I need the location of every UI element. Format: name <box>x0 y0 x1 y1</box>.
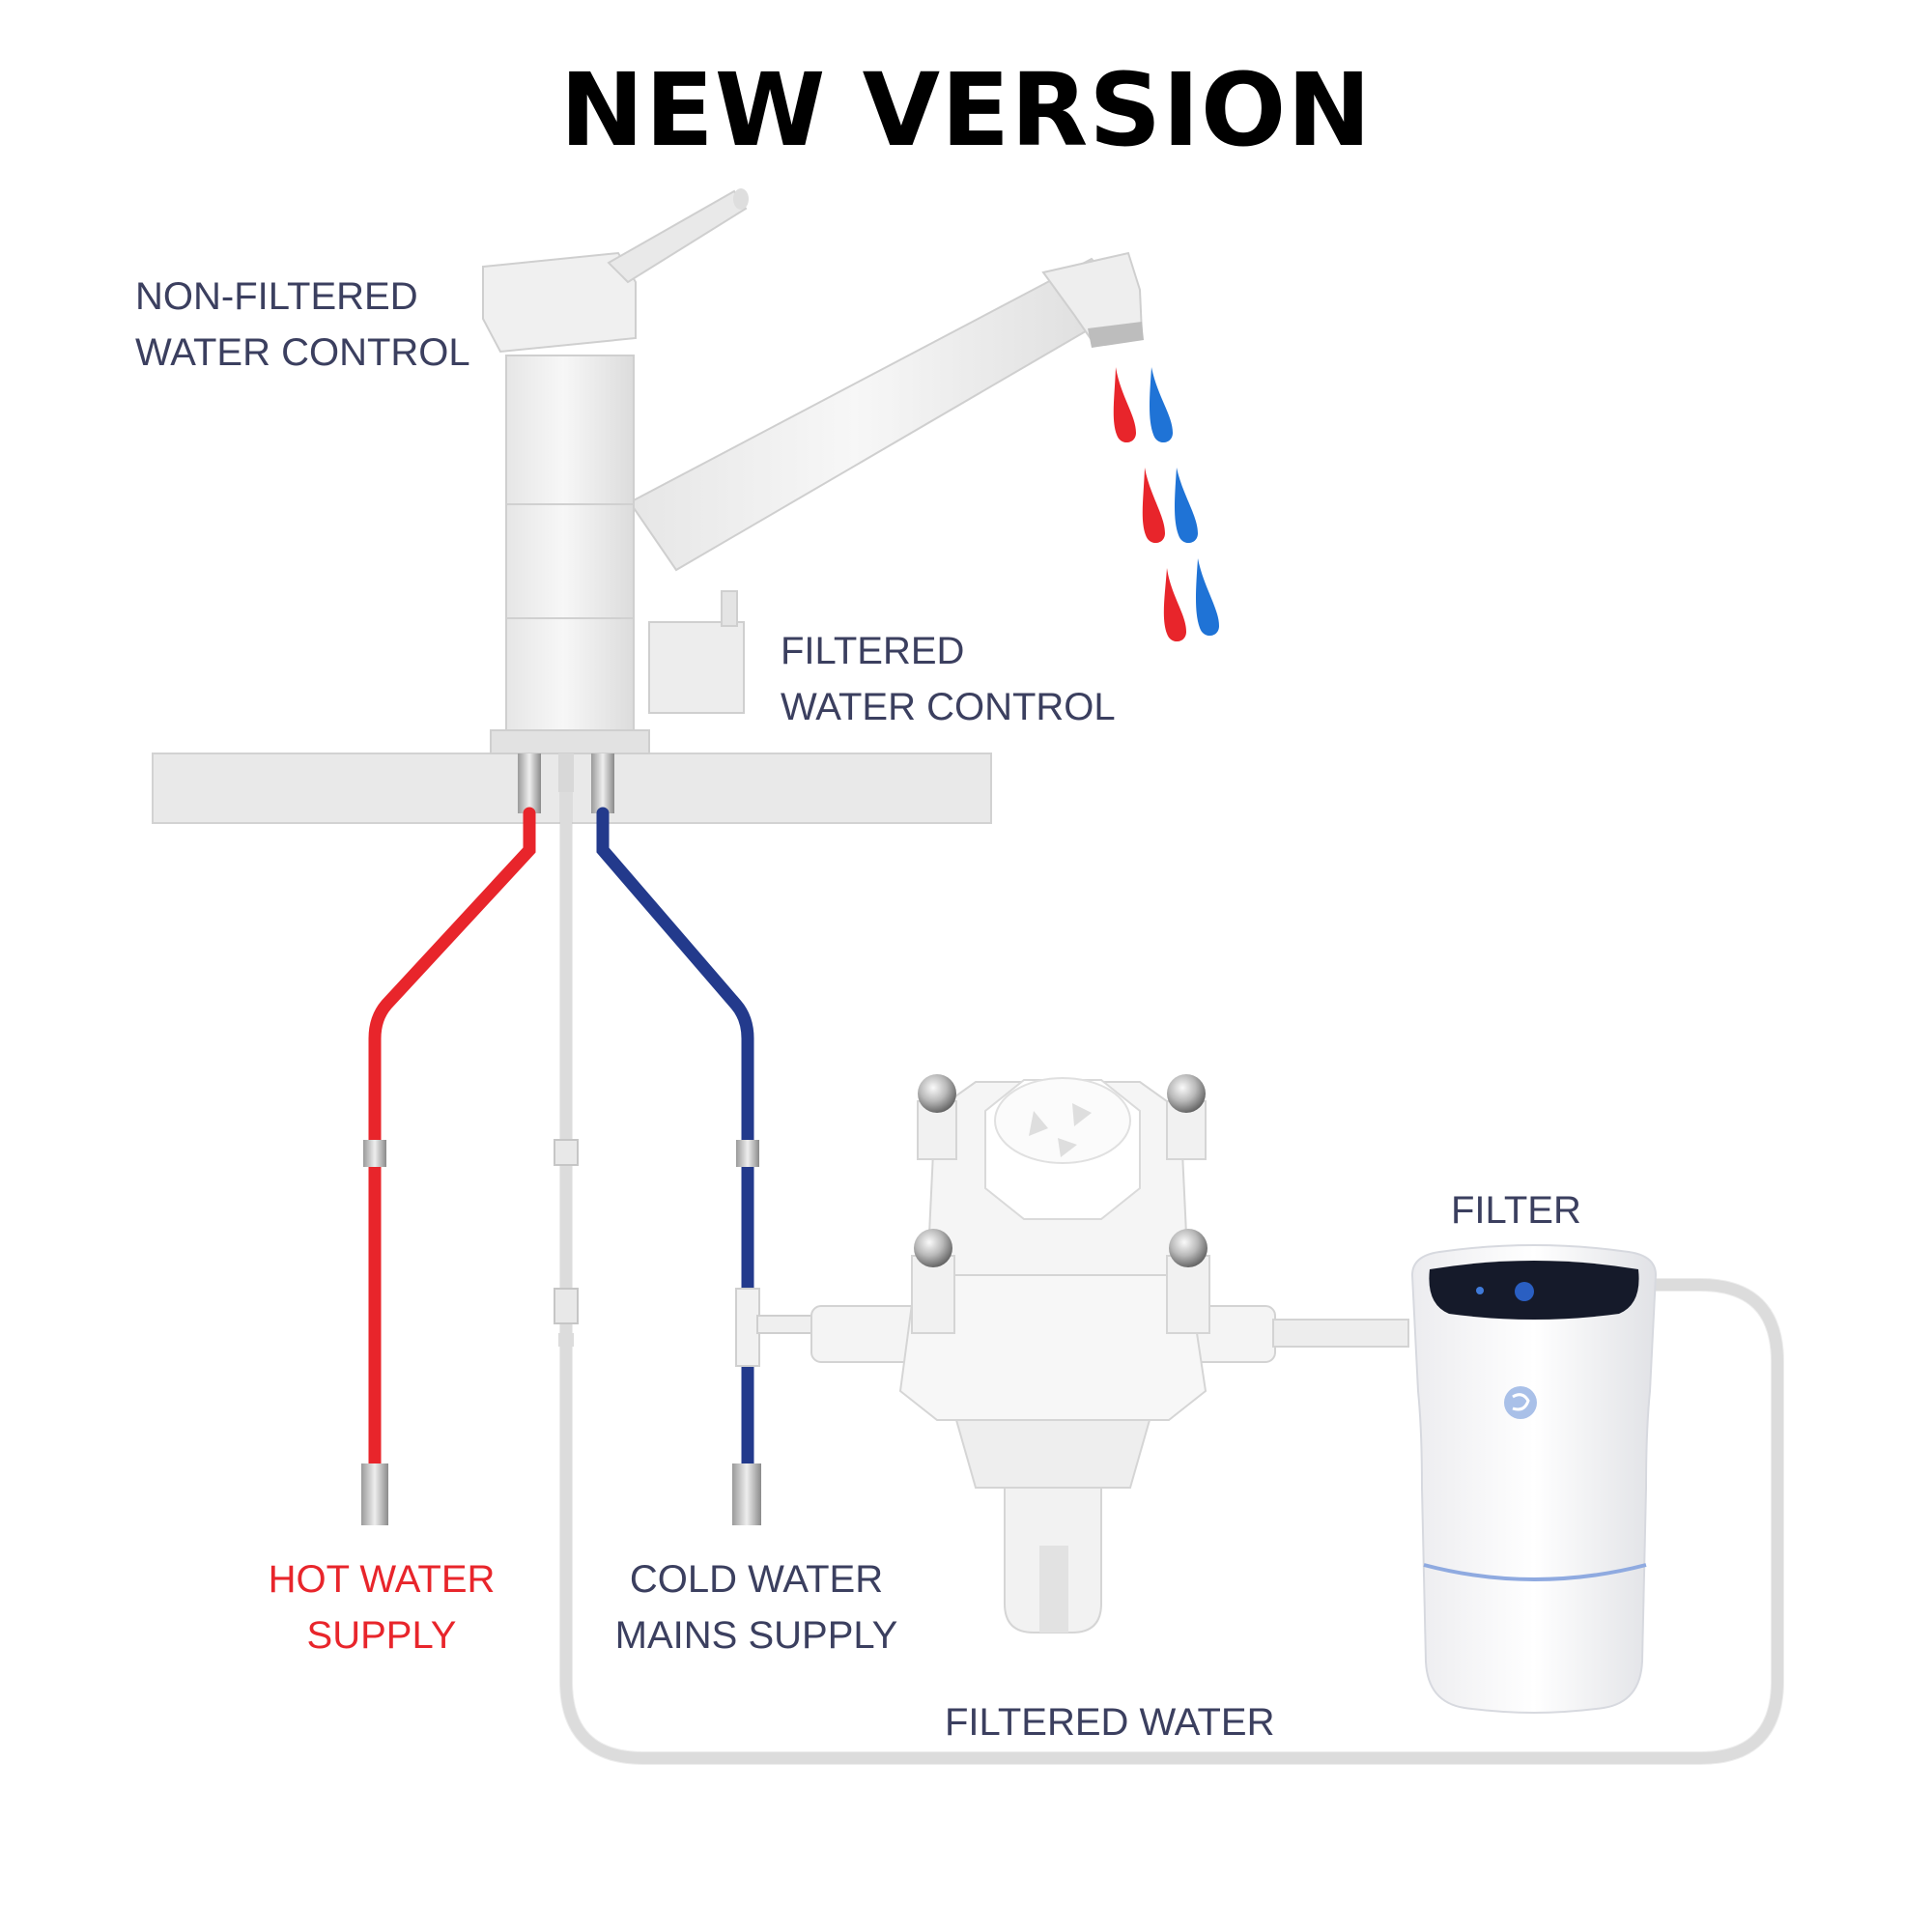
non-filtered-water-control-label: NON-FILTERED WATER CONTROL <box>135 275 470 374</box>
tap-connectors <box>518 753 614 813</box>
filtered-water-hose <box>554 792 1784 1765</box>
screw-icon <box>918 1074 956 1113</box>
screw-icon <box>1167 1074 1206 1113</box>
hot-water-hose <box>361 807 536 1525</box>
cold-water-drop <box>1196 558 1219 637</box>
cold-water-hose <box>596 807 816 1525</box>
diverter-valve <box>810 1074 1409 1634</box>
water-drops <box>1113 367 1219 642</box>
non-filtered-lever <box>482 188 749 354</box>
filtered-water-control-label: FILTERED WATER CONTROL <box>781 630 1116 728</box>
display-panel-icon <box>1429 1261 1639 1320</box>
diagram-title: NEW VERSION <box>559 51 1373 169</box>
cold-water-drop <box>1150 367 1173 443</box>
hot-water-drop <box>1113 367 1136 443</box>
filtered-water-lever <box>648 590 745 714</box>
screw-icon <box>1169 1229 1208 1267</box>
hot-water-drop <box>1142 468 1165 544</box>
screw-icon <box>914 1229 952 1267</box>
hot-water-supply-label: HOT WATER SUPPLY <box>268 1558 496 1657</box>
filtered-water-label: FILTERED WATER <box>945 1701 1275 1744</box>
faucet <box>482 188 1144 754</box>
hot-water-drop <box>1163 568 1186 642</box>
swirl-logo-icon <box>1504 1386 1537 1419</box>
filter-unit <box>1410 1244 1658 1714</box>
filter-label: FILTER <box>1451 1189 1581 1232</box>
cold-water-mains-supply-label: COLD WATER MAINS SUPPLY <box>614 1558 898 1657</box>
cold-water-drop <box>1175 468 1198 544</box>
